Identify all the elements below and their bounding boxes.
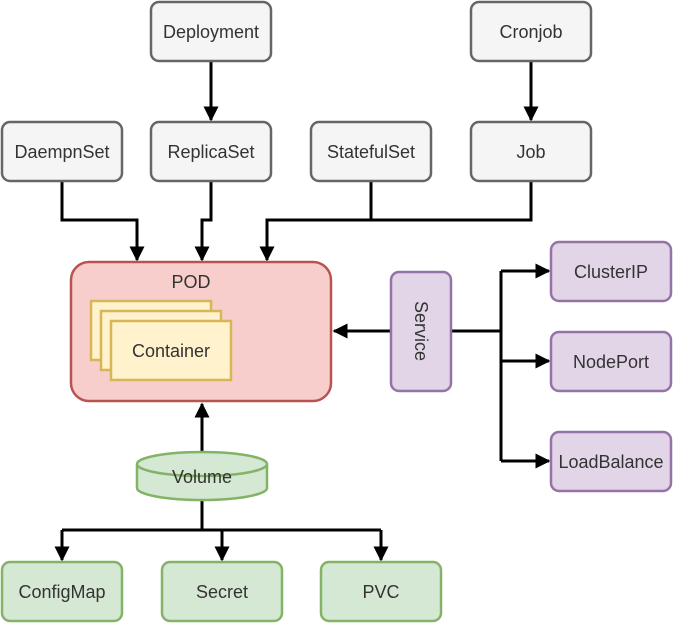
- node-volume-label: Volume: [172, 467, 232, 487]
- node-daemonset: DaempnSet: [0, 120, 124, 183]
- node-loadbalance: LoadBalance: [549, 430, 673, 493]
- node-clusterip: ClusterIP: [549, 240, 673, 303]
- edge-job-pod: [371, 182, 533, 222]
- node-configmap-label: ConfigMap: [18, 582, 105, 602]
- node-replicaset-label: ReplicaSet: [167, 142, 254, 162]
- node-statefulset-label: StatefulSet: [327, 142, 415, 162]
- node-pvc: PVC: [319, 560, 443, 623]
- node-deployment-label: Deployment: [163, 22, 259, 42]
- node-daemonset-label: DaempnSet: [14, 142, 109, 162]
- node-statefulset: StatefulSet: [309, 120, 433, 183]
- container-stack: Container: [89, 299, 233, 382]
- node-nodeport-label: NodePort: [573, 352, 649, 372]
- node-configmap: ConfigMap: [0, 560, 124, 623]
- node-pvc-label: PVC: [362, 582, 399, 602]
- node-replicaset: ReplicaSet: [149, 120, 273, 183]
- edge-replicaset-pod: [194, 182, 213, 262]
- node-service-label: Service: [411, 301, 431, 361]
- edge-daemonset-pod: [60, 182, 145, 262]
- container-label: Container: [132, 341, 210, 361]
- node-secret: Secret: [160, 560, 284, 623]
- node-cronjob-label: Cronjob: [499, 22, 562, 42]
- node-job: Job: [469, 120, 593, 183]
- edge-service-trunk: [452, 271, 503, 461]
- node-loadbalance-label: LoadBalance: [558, 452, 663, 472]
- node-volume: Volume: [135, 450, 269, 502]
- edges: [54, 62, 551, 562]
- edge-statefulset-pod: [259, 182, 373, 262]
- node-service: Service: [389, 270, 453, 393]
- node-secret-label: Secret: [196, 582, 248, 602]
- edge-volume-branches: [62, 500, 381, 532]
- node-cronjob: Cronjob: [469, 0, 593, 63]
- node-pod-label: POD: [171, 272, 210, 292]
- node-pod: POD Container: [69, 260, 333, 403]
- node-clusterip-label: ClusterIP: [574, 262, 648, 282]
- node-job-label: Job: [516, 142, 545, 162]
- node-deployment: Deployment: [149, 0, 273, 63]
- node-nodeport: NodePort: [549, 330, 673, 393]
